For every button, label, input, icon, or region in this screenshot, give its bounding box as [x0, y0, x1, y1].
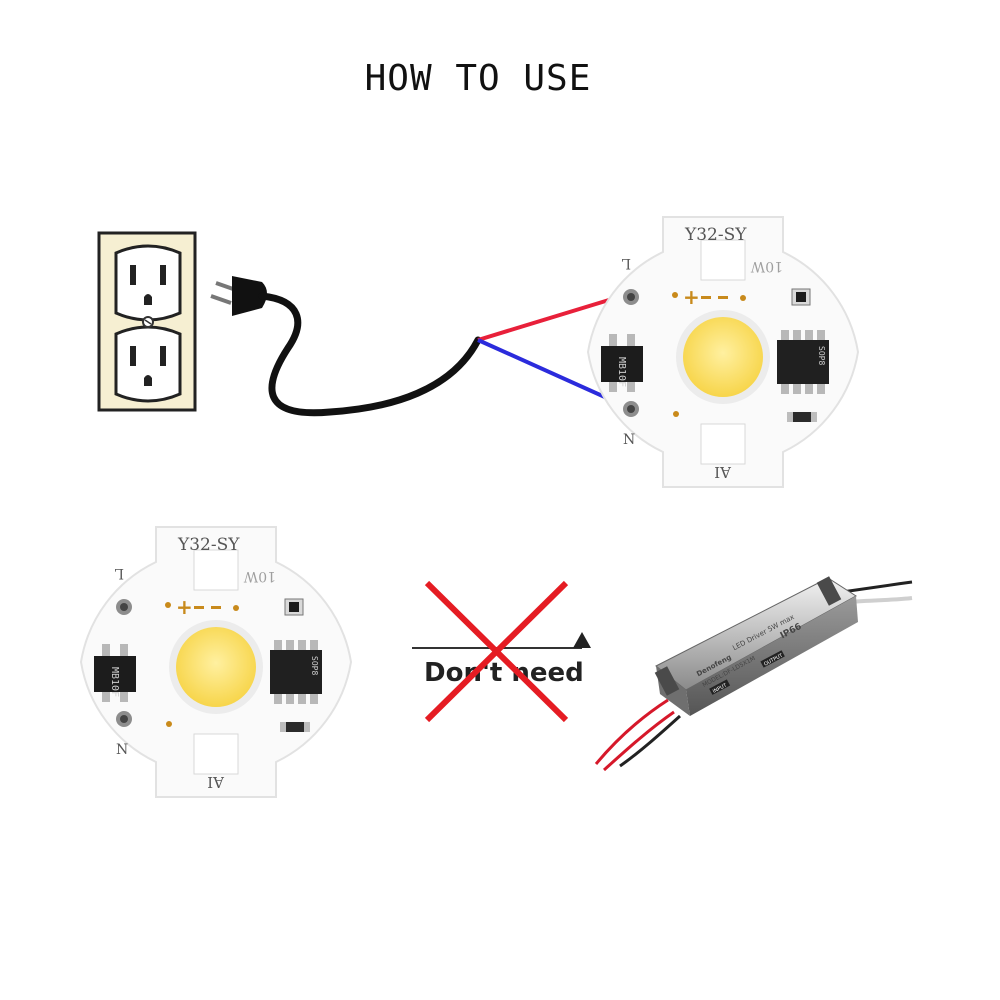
live-wire	[477, 294, 623, 342]
board-model-label: Y32-SY	[684, 225, 747, 245]
board-ai-label: AI	[207, 773, 225, 791]
power-plug	[210, 276, 267, 316]
board-l-label: L	[622, 255, 631, 271]
cross-mark-icon	[424, 580, 569, 723]
cob-led-board-bottom: Y32-SY L N 10W AI MB10F SOP8	[80, 526, 352, 798]
cob-led-board-top: Y32-SY L N 10W AI MB10F SOP8	[587, 216, 859, 488]
bridge-chip-label: MB10F	[616, 357, 627, 387]
board-power-label: 10W	[243, 568, 276, 584]
board-power-label: 10W	[750, 258, 783, 274]
bridge-chip-label: MB10F	[109, 667, 120, 697]
board-l-label: L	[115, 565, 124, 581]
power-cable	[258, 292, 482, 417]
board-model-label: Y32-SY	[177, 535, 240, 555]
driver-chip-label: SOP8	[817, 346, 826, 365]
page-title: HOW TO USE	[364, 58, 592, 99]
dont-need-section: Don't need	[412, 580, 591, 723]
board-n-label: N	[116, 742, 128, 758]
wall-outlet	[97, 231, 197, 412]
driver-chip-label: SOP8	[310, 656, 319, 675]
board-ai-label: AI	[714, 463, 732, 481]
led-driver-unit: Denofeng LED Driver 5W max IP66 MODEL:DF…	[594, 576, 913, 772]
board-n-label: N	[623, 432, 635, 448]
